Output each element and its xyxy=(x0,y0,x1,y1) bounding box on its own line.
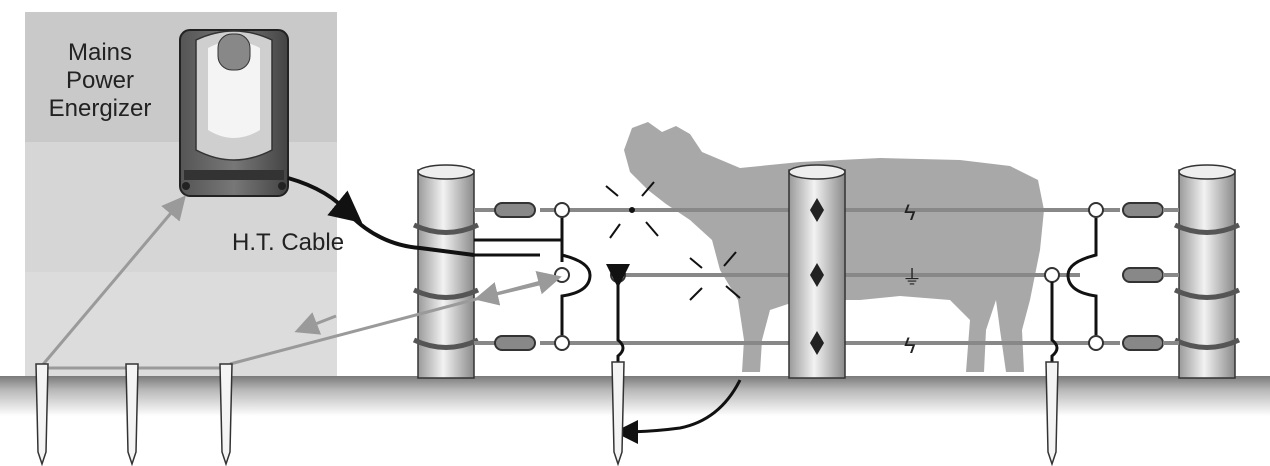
jumper-wiring xyxy=(474,218,1098,372)
post-double-arrows xyxy=(810,198,824,355)
energizer-unit xyxy=(179,29,289,197)
energizer-label-line2: Power xyxy=(66,67,134,94)
ground-strip xyxy=(0,376,1270,416)
insulators-left xyxy=(474,202,626,351)
cable-label: H.T. Cable xyxy=(232,229,344,256)
energizer-label-line1: Mains xyxy=(68,39,132,66)
top-live-symbol: ϟ xyxy=(904,200,916,225)
earth-symbol: ⏚ xyxy=(902,267,922,289)
fence-post-left xyxy=(412,164,480,379)
ht-cable-arrow xyxy=(327,190,363,224)
shock-burst-middle xyxy=(689,251,741,301)
earth-stakes xyxy=(35,361,1059,466)
fence-post-right xyxy=(1173,164,1241,379)
bottom-live-symbol: ϟ xyxy=(904,333,916,358)
insulators-right xyxy=(1044,202,1179,351)
ground-return-path xyxy=(614,379,742,444)
shock-burst-top xyxy=(605,181,659,239)
energizer-label-line3: Energizer xyxy=(49,95,152,122)
